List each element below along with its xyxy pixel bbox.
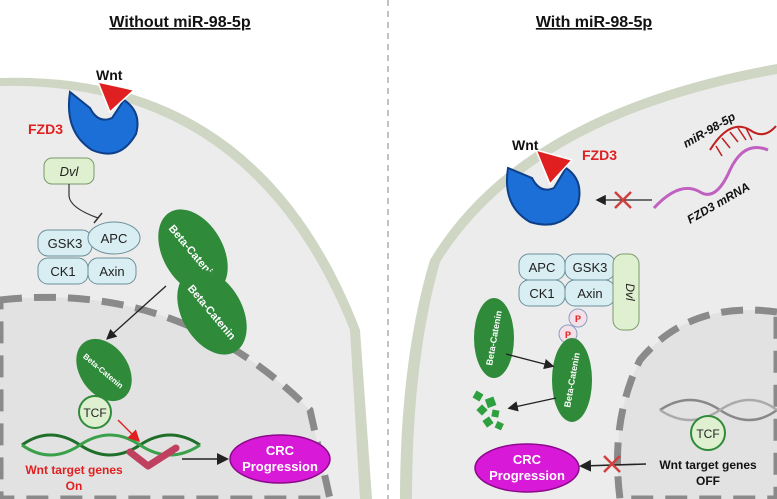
right-tcf bbox=[690, 415, 726, 451]
left-tcf bbox=[78, 395, 112, 429]
left-target-state-label: On bbox=[66, 479, 83, 493]
right-degradation-arrow bbox=[507, 397, 557, 412]
right-dvl-label: Dvl bbox=[623, 283, 637, 301]
right-title: With miR-98-5p bbox=[536, 14, 653, 31]
right-fzd3-label: FZD3 bbox=[582, 147, 617, 163]
left-check-icon bbox=[126, 444, 180, 470]
left-nuclear-beta-catenin bbox=[76, 338, 132, 402]
left-activation-arrow bbox=[117, 419, 141, 443]
right-fzd3-mrna bbox=[652, 146, 769, 210]
right-wnt-label: Wnt bbox=[512, 137, 539, 153]
left-crc-label-2: Progression bbox=[242, 459, 318, 474]
left-dvl-label: Dvl bbox=[60, 164, 80, 179]
right-wnt-ligand bbox=[534, 148, 574, 186]
right-tcf-label: TCF bbox=[696, 427, 719, 441]
left-inhibit-line bbox=[68, 184, 99, 219]
right-crc-block-x-icon bbox=[603, 455, 621, 473]
left-apc-label: APC bbox=[101, 231, 128, 246]
left-axin-box bbox=[87, 257, 137, 285]
right-crc-label-2: Progression bbox=[489, 468, 565, 483]
left-fzd3-label: FZD3 bbox=[28, 121, 63, 137]
right-crc-label-1: CRC bbox=[513, 452, 542, 467]
right-beta-catenin-free bbox=[474, 298, 514, 378]
left-wnt-ligand bbox=[96, 80, 136, 114]
right-phospho-1 bbox=[568, 308, 588, 328]
left-fzd3-receptor bbox=[68, 90, 139, 155]
right-phosphorylation-arrow bbox=[505, 353, 555, 370]
left-axin-label: Axin bbox=[99, 264, 124, 279]
right-nucleus bbox=[614, 306, 777, 499]
right-apc-label: APC bbox=[529, 260, 556, 275]
right-axin-label: Axin bbox=[577, 286, 602, 301]
left-beta-catenin-2 bbox=[177, 269, 247, 355]
right-gsk3-label: GSK3 bbox=[573, 260, 608, 275]
right-dvl-box bbox=[612, 253, 640, 331]
right-block-x-icon bbox=[614, 191, 632, 209]
right-target-genes-label: Wnt target genes bbox=[659, 458, 757, 472]
left-wnt-label: Wnt bbox=[96, 67, 123, 83]
left-gsk3-label: GSK3 bbox=[48, 236, 83, 251]
right-target-state-label: OFF bbox=[696, 474, 720, 488]
right-degraded-fragments bbox=[472, 390, 504, 431]
left-target-genes-label: Wnt target genes bbox=[25, 463, 123, 477]
right-beta-catenin-phospho bbox=[552, 338, 592, 422]
right-phospho-2-label: P bbox=[565, 330, 571, 340]
left-title: Without miR-98-5p bbox=[109, 14, 250, 31]
right-ck1-label: CK1 bbox=[529, 286, 554, 301]
left-translocation-arrow bbox=[106, 285, 167, 340]
left-dna-strand-1 bbox=[21, 433, 201, 457]
right-mir-strand bbox=[709, 125, 777, 151]
right-crc-progression bbox=[474, 443, 580, 493]
right-panel: Wnt FZD3 miR-98-5p FZD3 mRNA APC GSK3 CK… bbox=[400, 14, 777, 499]
right-fzd3-receptor bbox=[506, 166, 581, 226]
left-crc-progression bbox=[229, 434, 331, 484]
left-apc-box bbox=[87, 221, 141, 255]
left-panel: Wnt FZD3 Dvl GSK3 APC CK1 Axin Beta-Cate… bbox=[0, 14, 372, 499]
left-tcf-label: TCF bbox=[83, 406, 106, 420]
right-phospho-1-label: P bbox=[575, 314, 581, 324]
left-crc-label-1: CRC bbox=[266, 443, 295, 458]
right-dna-strand-2 bbox=[659, 398, 777, 422]
left-ck1-label: CK1 bbox=[50, 264, 75, 279]
